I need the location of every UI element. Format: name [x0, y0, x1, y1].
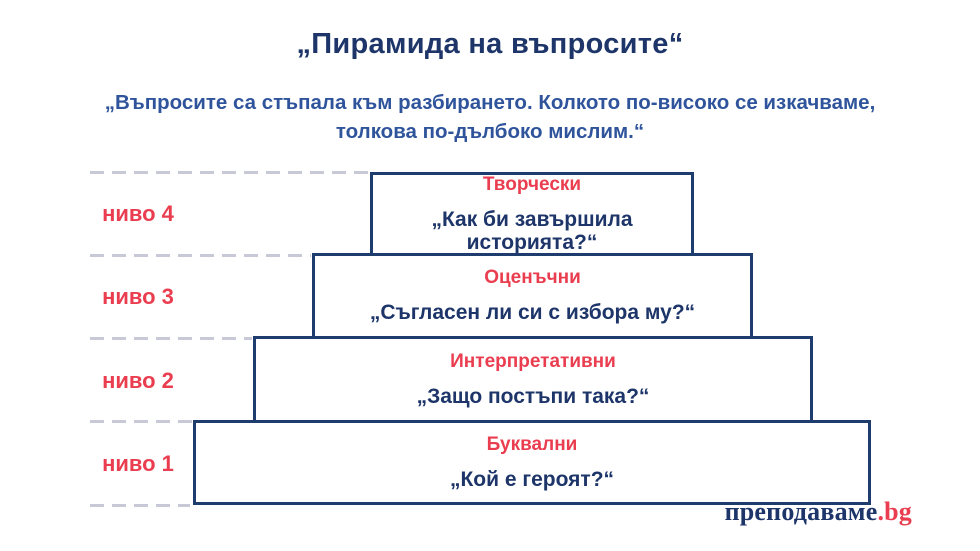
subtitle-line-1: „Въпросите са стъпала към разбирането. К…: [104, 91, 876, 114]
category-label: Буквални: [486, 433, 578, 455]
dashed-divider: [90, 420, 192, 423]
question-text: „Кой е героят?“: [449, 467, 615, 491]
dashed-divider: [90, 171, 369, 174]
category-label: Оценъчни: [484, 267, 581, 288]
pyramid-box-level-4: Творчески „Как би завършила историята?“: [370, 172, 694, 256]
brand-tld: .bg: [877, 497, 912, 526]
level-label-4: ниво 4: [102, 201, 174, 226]
category-label: Творчески: [482, 173, 582, 195]
pyramid-box-level-2: Интерпретативни „Защо постъпи така?“: [253, 336, 813, 423]
level-label-3: ниво 3: [102, 284, 174, 309]
question-text: „Защо постъпи така?“: [416, 384, 650, 408]
level-label-1: ниво 1: [102, 451, 174, 476]
dashed-divider: [90, 337, 252, 340]
pyramid-box-level-3: Оценъчни „Съгласен ли си с избора му?“: [312, 253, 753, 339]
subtitle-line-2: толкова по-дълбоко мислим.“: [335, 120, 645, 143]
subtitle: „Въпросите са стъпала към разбирането. К…: [0, 88, 980, 146]
pyramid-box-level-1: Буквални „Кой е героят?“: [193, 420, 871, 505]
level-label-2: ниво 2: [102, 368, 174, 393]
brand-name: преподаваме: [724, 497, 878, 526]
question-text: „Съгласен ли си с избора му?“: [369, 301, 696, 324]
dashed-divider: [90, 504, 190, 507]
question-text: „Как би завършила историята?“: [431, 207, 633, 254]
page-title: „Пирамида на въпросите“: [296, 28, 684, 60]
brand-logo: преподаваме.bg: [725, 497, 912, 527]
category-label: Интерпретативни: [450, 350, 616, 372]
dashed-divider: [90, 254, 311, 257]
